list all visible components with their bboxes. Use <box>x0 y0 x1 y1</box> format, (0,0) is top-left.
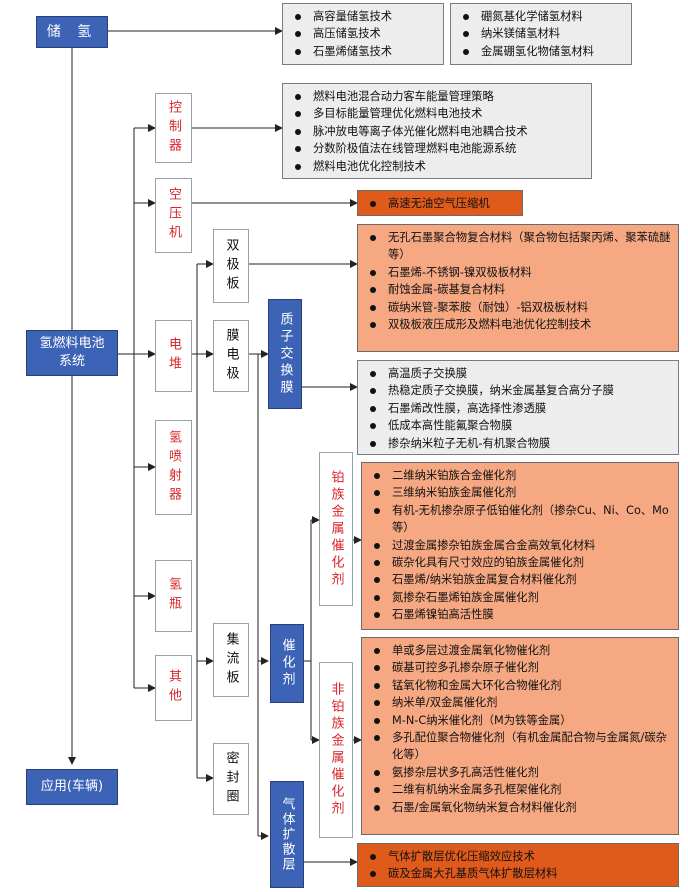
node-fuel-cell-system: 氢燃料电池系统 <box>26 330 118 376</box>
list-storage-materials: 硼氮基化学储氢材料 纳米镁储氢材料 金属硼氢化物储氢材料 <box>450 3 632 65</box>
list-item: 石墨烯改性膜，高选择性渗透膜 <box>366 400 672 417</box>
node-stack: 电堆 <box>155 320 192 392</box>
list-item: 单或多层过渡金属氧化物催化剂 <box>370 642 672 659</box>
list-item: M-N-C纳米催化剂（M为铁等金属） <box>370 712 672 729</box>
list-item: 三维纳米铂族金属催化剂 <box>370 484 672 501</box>
list-item: 纳米镁储氢材料 <box>459 25 625 42</box>
list-item: 碳及金属大孔基质气体扩散层材料 <box>366 865 672 882</box>
list-item: 碳纳米管-聚苯胺（耐蚀）-铝双极板材料 <box>366 299 672 316</box>
list-item: 二维纳米铂族合金催化剂 <box>370 467 672 484</box>
list-item: 纳米单/双金属催化剂 <box>370 694 672 711</box>
list-item: 石墨烯镍铂高活性膜 <box>370 606 672 623</box>
list-item: 氨掺杂层状多孔高活性催化剂 <box>370 764 672 781</box>
list-storage-tech: 高容量储氢技术 高压储氢技术 石墨烯储氢技术 <box>282 3 444 65</box>
node-hydrogen-storage: 储 氢 <box>36 16 108 48</box>
list-gas-diffusion-layer: 气体扩散层优化压缩效应技术 碳及金属大孔基质气体扩散层材料 <box>357 843 679 887</box>
list-item: 高速无油空气压缩机 <box>366 195 516 212</box>
node-membrane-electrode: 膜电极 <box>213 320 249 392</box>
node-application: 应用(车辆) <box>26 769 118 805</box>
list-item: 锰氧化物和金属大环化合物催化剂 <box>370 677 672 694</box>
list-item: 高容量储氢技术 <box>291 8 437 25</box>
node-hydrogen-tank: 氢瓶 <box>155 560 192 632</box>
list-compressor-tech: 高速无油空气压缩机 <box>357 190 523 216</box>
list-platinum-catalysts: 二维纳米铂族合金催化剂 三维纳米铂族金属催化剂 有机-无机掺杂原子低铂催化剂（掺… <box>361 462 679 630</box>
list-item: 热稳定质子交换膜，纳米金属基复合高分子膜 <box>366 382 672 399</box>
list-bipolar-plate-materials: 无孔石墨聚合物复合材料（聚合物包括聚丙烯、聚苯硫醚等） 石墨烯-不锈钢-镍双极板… <box>357 224 679 352</box>
node-other: 其他 <box>155 655 192 721</box>
list-item: 二维有机纳米金属多孔框架催化剂 <box>370 781 672 798</box>
node-compressor: 空压机 <box>155 178 192 253</box>
list-item: 气体扩散层优化压缩效应技术 <box>366 848 672 865</box>
list-item: 掺杂纳米粒子无机-有机聚合物膜 <box>366 435 672 452</box>
list-non-platinum-catalysts: 单或多层过渡金属氧化物催化剂 碳基可控多孔掺杂原子催化剂 锰氧化物和金属大环化合… <box>361 637 679 835</box>
list-item: 氮掺杂石墨烯铂族金属催化剂 <box>370 589 672 606</box>
list-item: 硼氮基化学储氢材料 <box>459 8 625 25</box>
list-item: 高压储氢技术 <box>291 25 437 42</box>
list-item: 高温质子交换膜 <box>366 365 672 382</box>
list-item: 石墨烯-不锈钢-镍双极板材料 <box>366 264 672 281</box>
list-item: 双极板液压成形及燃料电池优化控制技术 <box>366 316 672 333</box>
list-item: 燃料电池混合动力客车能量管理策略 <box>291 88 585 105</box>
node-bipolar-plate: 双极板 <box>213 229 249 303</box>
node-non-platinum-catalyst: 非铂族金属催化剂 <box>319 662 353 838</box>
node-platinum-catalyst: 铂族金属催化剂 <box>319 452 353 606</box>
list-item: 石墨烯/纳米铂族金属复合材料催化剂 <box>370 571 672 588</box>
list-item: 石墨烯储氢技术 <box>291 43 437 60</box>
list-item: 过渡金属掺杂铂族金属合金高效氧化材料 <box>370 537 672 554</box>
list-item: 耐蚀金属-碳基复合材料 <box>366 281 672 298</box>
list-item: 脉冲放电等离子体光催化燃料电池耦合技术 <box>291 123 585 140</box>
list-item: 有机-无机掺杂原子低铂催化剂（掺杂Cu、Ni、Co、Mo等） <box>370 502 672 537</box>
list-controller-tech: 燃料电池混合动力客车能量管理策略 多目标能量管理优化燃料电池技术 脉冲放电等离子… <box>282 83 592 179</box>
node-gas-diffusion-layer: 气体扩散层 <box>270 781 304 888</box>
list-item: 碳杂化具有尺寸效应的铂族金属催化剂 <box>370 554 672 571</box>
list-item: 无孔石墨聚合物复合材料（聚合物包括聚丙烯、聚苯硫醚等） <box>366 229 672 264</box>
node-seal: 密封圈 <box>213 743 249 815</box>
list-item: 多目标能量管理优化燃料电池技术 <box>291 105 585 122</box>
node-hydrogen-injector: 氢喷射器 <box>155 420 192 515</box>
list-item: 金属硼氢化物储氢材料 <box>459 43 625 60</box>
list-membrane-materials: 高温质子交换膜 热稳定质子交换膜，纳米金属基复合高分子膜 石墨烯改性膜，高选择性… <box>357 360 679 455</box>
node-proton-exchange-membrane: 质子交换膜 <box>268 299 302 409</box>
list-item: 多孔配位聚合物催化剂（有机金属配合物与金属氮/碳杂化等） <box>370 729 672 764</box>
list-item: 分数阶极值法在线管理燃料电池能源系统 <box>291 140 585 157</box>
node-catalyst: 催化剂 <box>270 624 304 703</box>
list-item: 低成本高性能氟聚合物膜 <box>366 417 672 434</box>
list-item: 石墨/金属氧化物纳米复合材料催化剂 <box>370 799 672 816</box>
node-controller: 控制器 <box>155 93 192 163</box>
node-current-collector: 集流板 <box>213 623 249 697</box>
list-item: 碳基可控多孔掺杂原子催化剂 <box>370 659 672 676</box>
list-item: 燃料电池优化控制技术 <box>291 158 585 175</box>
